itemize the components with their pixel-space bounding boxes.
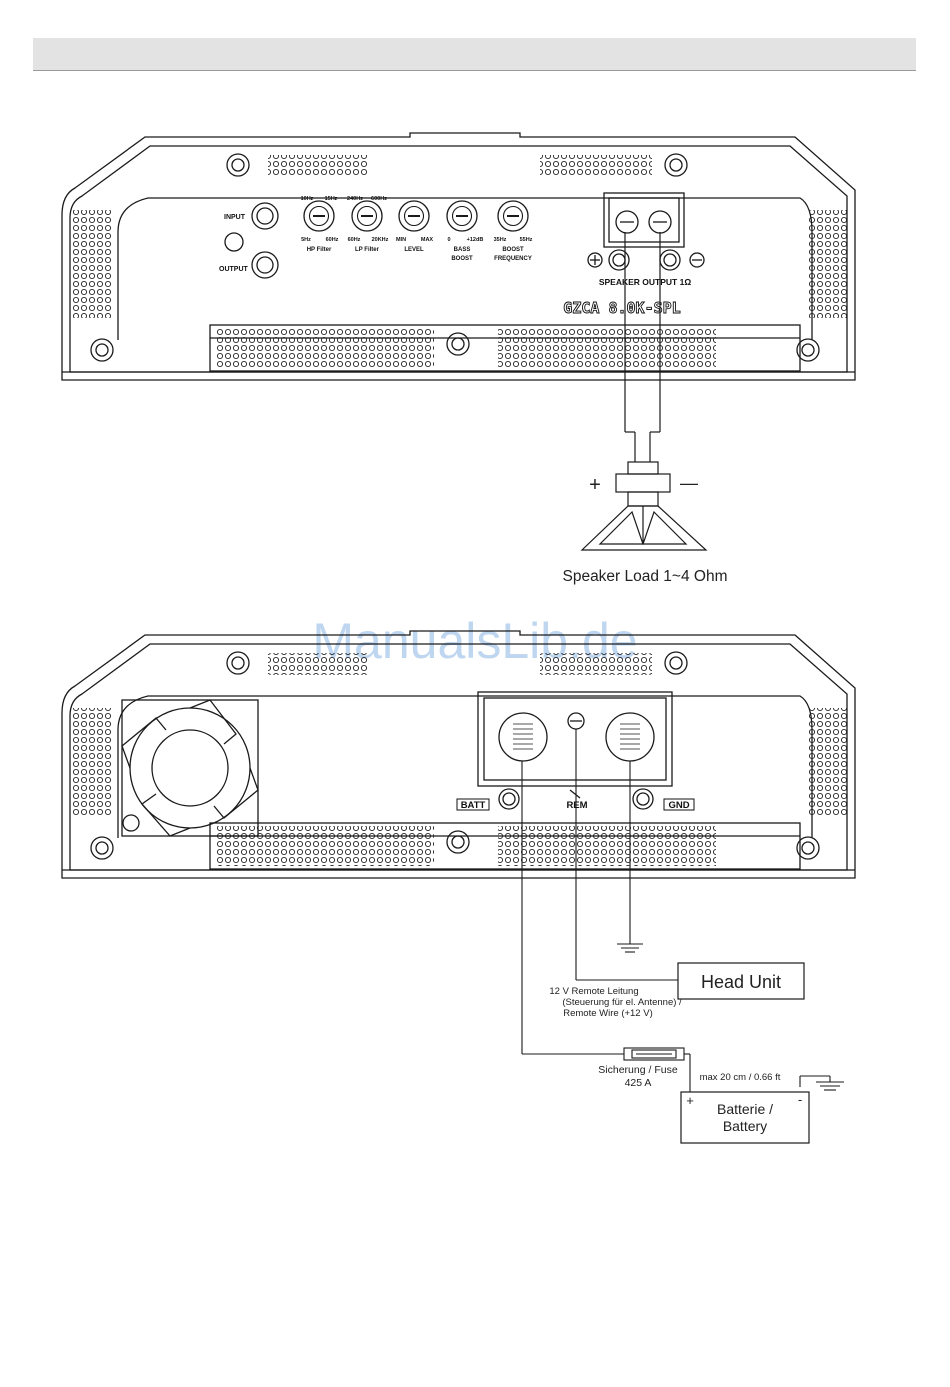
knob-cap	[356, 205, 378, 227]
control-knob	[398, 200, 430, 232]
mounting-hole-right	[796, 338, 820, 362]
vent-grille	[540, 155, 652, 177]
control-knob	[497, 200, 529, 232]
battery-minus: -	[798, 1092, 802, 1107]
vent-grille	[498, 826, 716, 866]
mounting-hole-left	[90, 836, 114, 860]
battery-box	[680, 1091, 810, 1144]
control-knob	[351, 200, 383, 232]
knob-scale-label: MIN	[396, 237, 406, 243]
mounting-hole-center	[446, 332, 470, 356]
knob-scale-label: 5Hz	[301, 237, 311, 243]
knob-scale-label: 20KHz	[372, 237, 389, 243]
mounting-hole-right	[796, 836, 820, 860]
mounting-hole-top-left	[226, 651, 250, 675]
knob-cap	[403, 205, 425, 227]
amplifier-top-view	[61, 132, 856, 381]
mounting-hole-center	[446, 830, 470, 854]
speaker-minus: —	[680, 473, 698, 493]
minus-polarity-icon	[689, 252, 705, 268]
knob-scale-label: 35Hz	[494, 237, 507, 243]
knob-caption: FREQUENCY	[494, 256, 532, 262]
ground-icon	[617, 943, 643, 953]
speaker-plus: +	[589, 474, 601, 496]
vent-grille	[216, 328, 434, 368]
plus-polarity-icon	[587, 252, 603, 268]
speaker-output-label: SPEAKER OUTPUT 1Ω	[599, 277, 691, 287]
knob-scale-label: 60Hz	[348, 237, 361, 243]
knob-caption: BASS	[454, 247, 471, 253]
rca-input-jack	[251, 202, 279, 230]
page-header-bar	[33, 38, 916, 71]
model-label: GZCA 8.0K-SPL	[563, 299, 680, 317]
vent-grille	[808, 708, 848, 816]
knob-scale-label: 240Hz	[347, 196, 363, 202]
vent-grille	[808, 210, 848, 318]
knob-caption: LEVEL	[404, 247, 424, 253]
vent-grille	[72, 210, 112, 318]
batt-label: BATT	[461, 800, 486, 811]
rem-label: REM	[566, 800, 587, 811]
distance-label: max 20 cm / 0.66 ft	[700, 1072, 781, 1083]
knob-cap	[502, 205, 524, 227]
knob-scale-label: 55Hz	[520, 237, 533, 243]
vent-grille	[540, 653, 652, 675]
knob-cap	[308, 205, 330, 227]
knob-scale-label: 15Hz	[325, 196, 338, 202]
mounting-hole-fan	[122, 814, 140, 832]
knob-scale-label: +12dB	[467, 237, 484, 243]
remote-wire-label-1: 12 V Remote Leitung	[549, 986, 638, 997]
knob-scale-label: MAX	[421, 237, 434, 243]
knob-caption: LP Filter	[355, 247, 380, 253]
battery-ground-icon	[816, 1081, 844, 1091]
fuse-label-1: Sicherung / Fuse	[598, 1064, 678, 1076]
remote-wire-label-2: (Steuerung für el. Antenne) /	[562, 997, 682, 1008]
rca-output-jack	[251, 251, 279, 279]
mounting-hole-left	[90, 338, 114, 362]
knob-caption: HP Filter	[307, 247, 332, 253]
vent-grille	[216, 826, 434, 866]
speaker-terminal-block	[587, 192, 705, 271]
vent-grille	[72, 708, 112, 816]
fuse-label-2: 425 A	[625, 1077, 652, 1089]
knob-scale-label: 0	[447, 237, 450, 243]
remote-wire-label-3: Remote Wire (+12 V)	[563, 1008, 653, 1019]
mounting-hole-top-right	[664, 153, 688, 177]
speaker-icon	[580, 461, 708, 551]
rca-ground-post	[224, 232, 244, 252]
cooling-fan-icon	[121, 699, 259, 837]
knob-scale-label: 60Hz	[326, 237, 339, 243]
head-unit-box	[677, 962, 805, 1000]
power-wiring	[521, 729, 831, 1092]
batt-post	[498, 788, 520, 810]
mounting-hole-top-right	[664, 651, 688, 675]
vent-grille	[268, 155, 368, 177]
speaker-load-label: Speaker Load 1~4 Ohm	[562, 568, 727, 585]
control-knobs: 10Hz 15Hz 5Hz 60Hz HP Filter 240Hz 600Hz 60Hz 20…	[301, 196, 533, 262]
battery-plus: +	[686, 1093, 694, 1108]
head-unit-label: Head Unit	[701, 972, 781, 992]
speaker-wires	[624, 232, 661, 462]
power-terminal-block	[477, 691, 673, 810]
mounting-hole-top-left	[226, 153, 250, 177]
knob-scale-label: 10Hz	[301, 196, 314, 202]
knob-cap	[451, 205, 473, 227]
output-label: OUTPUT	[219, 266, 249, 273]
knob-scale-label: 600Hz	[371, 196, 387, 202]
knob-caption: BOOST	[451, 256, 473, 262]
gnd-post	[632, 788, 654, 810]
battery-label-2: Battery	[723, 1118, 767, 1134]
knob-caption: BOOST	[502, 247, 524, 253]
vent-grille	[498, 328, 716, 368]
input-label: INPUT	[224, 214, 246, 221]
fuse-icon	[623, 1047, 685, 1061]
control-knob	[303, 200, 335, 232]
gnd-label: GND	[668, 800, 689, 811]
battery-label-1: Batterie /	[717, 1101, 773, 1117]
control-knob	[446, 200, 478, 232]
vent-grille	[268, 653, 368, 675]
